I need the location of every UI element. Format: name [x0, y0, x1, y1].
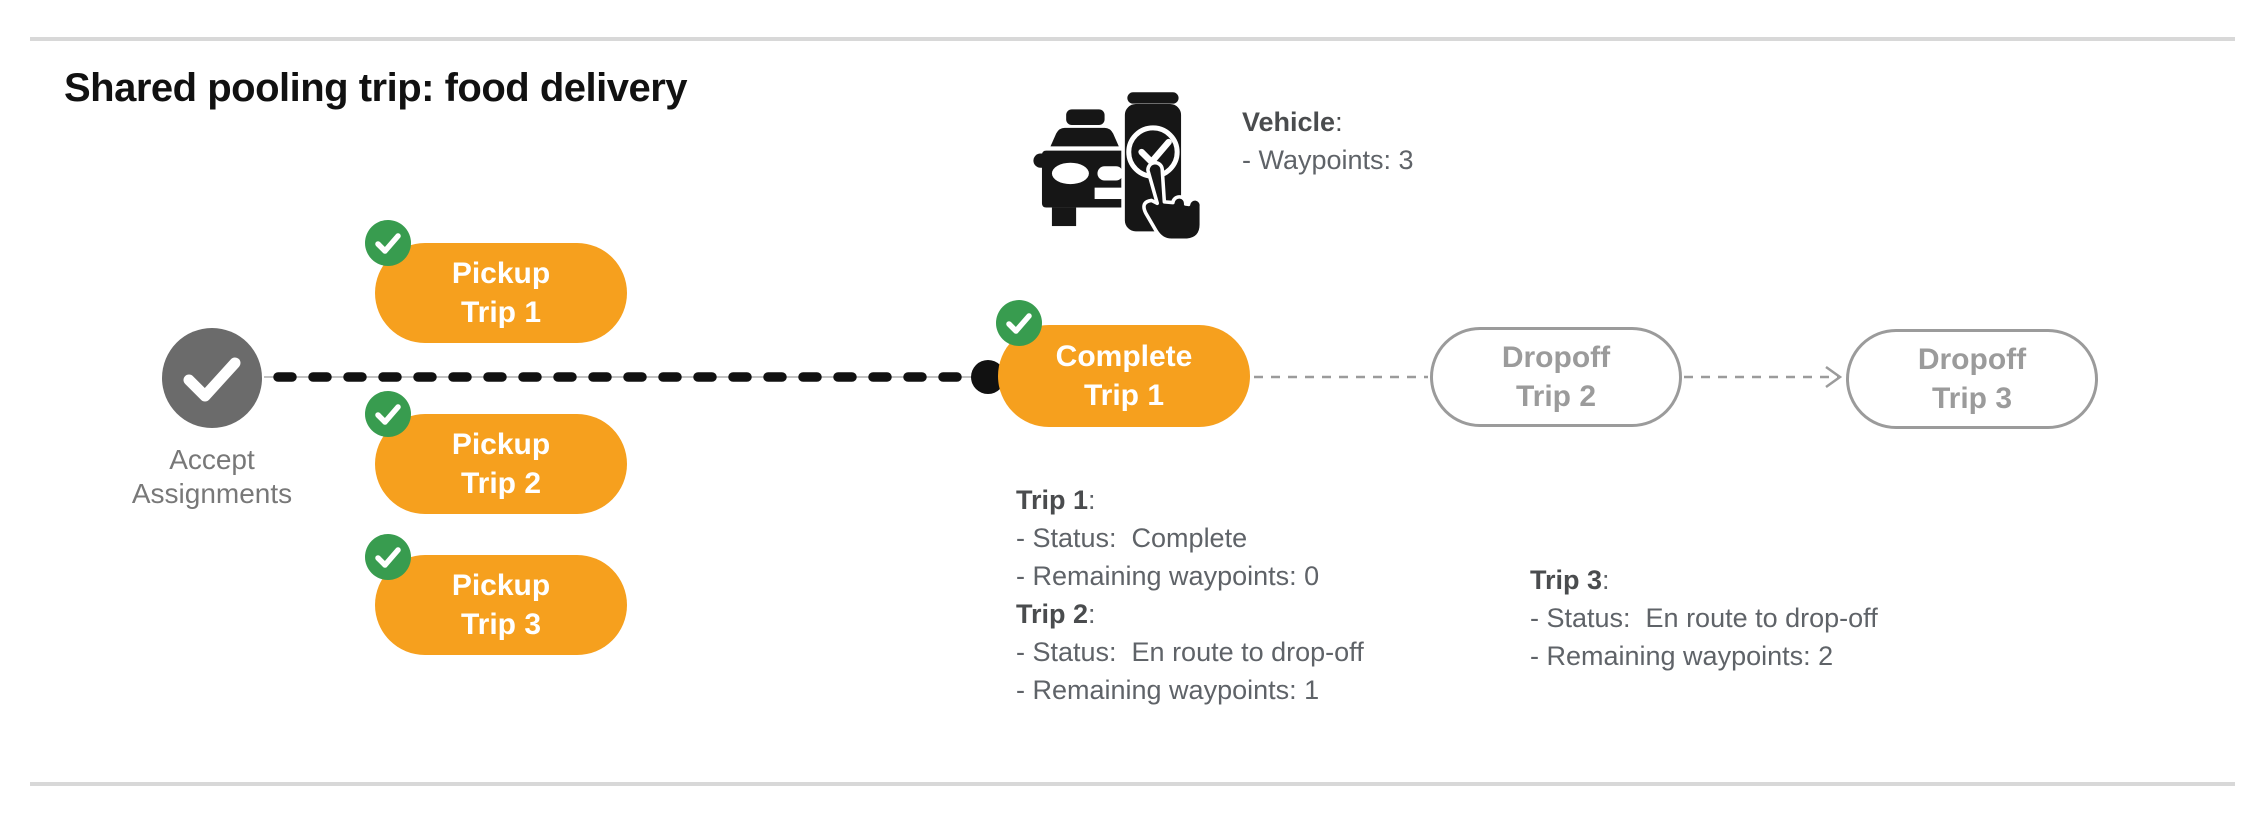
- status-line: - Status: En route to drop-off: [1016, 637, 1364, 667]
- vehicle-heading: Vehicle:: [1242, 107, 1343, 137]
- status-line: - Status: Complete: [1016, 523, 1248, 553]
- node-pickup-trip-2: Pickup Trip 2: [375, 414, 627, 514]
- car-phone-check-icon: [1032, 88, 1217, 251]
- node-label: Trip 2: [1515, 380, 1597, 413]
- node-pickup-trip-1: Pickup Trip 1: [375, 243, 627, 343]
- node-label: Trip 2: [460, 467, 542, 500]
- page-title: Shared pooling trip: food delivery: [64, 66, 688, 110]
- arrowhead-icon: [1825, 365, 1843, 389]
- check-circle-icon: [365, 220, 411, 266]
- node-dropoff-trip-3: Dropoff Trip 3: [1846, 329, 2098, 429]
- accept-assignments-label: Accept Assignments: [131, 444, 293, 509]
- node-complete-trip-1: Complete Trip 1: [998, 325, 1250, 427]
- status-block-trips-1-2: Trip 1: - Status: Complete - Remaining w…: [1016, 481, 1364, 709]
- vehicle-waypoints: - Waypoints: 3: [1242, 145, 1414, 175]
- bottom-divider: [30, 782, 2235, 786]
- status-line: - Remaining waypoints: 1: [1016, 675, 1320, 705]
- node-label: Dropoff: [1917, 343, 2027, 376]
- node-label: Trip 3: [1931, 382, 2013, 415]
- status-line: - Remaining waypoints: 0: [1016, 561, 1320, 591]
- node-label: Trip 1: [1083, 379, 1165, 412]
- status-line: - Remaining waypoints: 2: [1530, 641, 1834, 671]
- check-icon: [183, 357, 241, 402]
- node-label: Pickup: [451, 428, 551, 461]
- node-label: Complete: [1055, 340, 1193, 373]
- top-divider: [30, 37, 2235, 41]
- node-pickup-trip-3: Pickup Trip 3: [375, 555, 627, 655]
- trip-heading: Trip 3:: [1530, 565, 1610, 595]
- vehicle-status-block: Vehicle: - Waypoints: 3: [1242, 103, 1414, 179]
- status-line: - Status: En route to drop-off: [1530, 603, 1878, 633]
- accept-assignments-node: [162, 328, 262, 428]
- node-label: Pickup: [451, 257, 551, 290]
- trip-heading: Trip 2:: [1016, 599, 1096, 629]
- status-block-trip-3: Trip 3: - Status: En route to drop-off -…: [1530, 561, 1878, 675]
- current-waypoint-dot: [971, 360, 1005, 394]
- node-label: Pickup: [451, 569, 551, 602]
- check-circle-icon: [365, 391, 411, 437]
- node-dropoff-trip-2: Dropoff Trip 2: [1430, 327, 1682, 427]
- trip-heading: Trip 1:: [1016, 485, 1096, 515]
- check-circle-icon: [996, 300, 1042, 346]
- node-label: Trip 1: [460, 296, 542, 329]
- node-label: Dropoff: [1501, 341, 1611, 374]
- check-circle-icon: [365, 534, 411, 580]
- node-label: Trip 3: [460, 608, 542, 641]
